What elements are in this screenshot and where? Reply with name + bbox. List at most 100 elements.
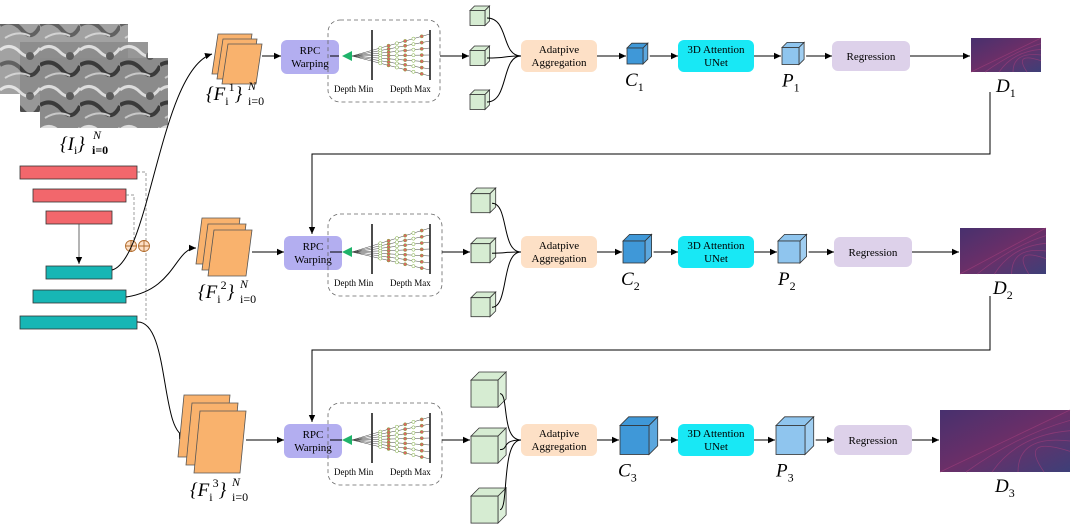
input-images-label: {Ii} N i=0 xyxy=(60,128,108,157)
feature-sup: N xyxy=(231,475,241,489)
cost-volume-label: C2 xyxy=(621,269,640,293)
adaptive-aggregation-box xyxy=(521,424,597,456)
rpc-warping-label: Warping xyxy=(294,254,332,266)
regression-box xyxy=(832,41,910,71)
depth-min-label: Depth Min xyxy=(334,467,374,477)
feature-map-stack xyxy=(195,217,253,277)
unet-label: 3D Attention xyxy=(687,44,745,56)
regression-label: Regression xyxy=(849,247,898,259)
rpc-warping-label: RPC xyxy=(303,241,324,253)
probability-volume-label: P1 xyxy=(781,71,800,95)
fpn-decoder-bar-2 xyxy=(32,289,127,304)
fpn-decoder-bar-3 xyxy=(19,315,138,330)
probability-volume-label: P2 xyxy=(777,269,796,293)
aggregation-label: Aggregation xyxy=(532,57,587,69)
rpc-warping-label: Warping xyxy=(294,442,332,454)
fpn-encoder-bar-2 xyxy=(32,188,127,203)
warped-view-volume xyxy=(470,371,508,409)
aggregation-label: Aggregation xyxy=(532,441,587,453)
feature-sub: i=0 xyxy=(240,292,256,306)
rpc-warping-label: RPC xyxy=(303,429,324,441)
probability-volume-cube xyxy=(781,41,806,66)
feature-label: {Fi3} xyxy=(190,476,227,504)
attention-unet-box xyxy=(678,40,754,72)
camera-icon xyxy=(342,435,352,445)
cost-volume-label: C1 xyxy=(625,70,644,94)
depth-map-label: D1 xyxy=(995,76,1016,100)
unet-label: 3D Attention xyxy=(687,428,745,440)
aggregation-label: Adatpive xyxy=(539,44,579,56)
feature-sub: i=0 xyxy=(248,94,264,108)
feature-label: {Fi1} xyxy=(206,80,243,108)
rpc-warping-box xyxy=(284,236,342,270)
cost-volume-cube xyxy=(626,42,649,65)
regression-label: Regression xyxy=(849,435,898,447)
rpc-warping-label: RPC xyxy=(300,45,321,57)
warped-view-volume xyxy=(469,89,491,111)
adaptive-aggregation-box xyxy=(521,236,597,268)
warped-view-volume xyxy=(470,487,508,524)
fpn-decoder-bar-1 xyxy=(45,265,113,280)
unet-label: UNet xyxy=(704,57,728,69)
depth-max-label: Depth Max xyxy=(390,278,431,288)
unet-label: 3D Attention xyxy=(687,240,745,252)
stage-connector xyxy=(308,92,991,422)
warped-view-volume xyxy=(469,5,491,27)
feature-map-stack xyxy=(211,33,263,85)
probability-volume-cube xyxy=(777,233,808,264)
fpn-backbone xyxy=(19,53,213,440)
feature-map-stack xyxy=(177,394,247,474)
unet-label: UNet xyxy=(704,441,728,453)
probability-volume-label: P3 xyxy=(775,461,794,485)
depth-map-image xyxy=(970,37,1042,73)
depth-max-label: Depth Max xyxy=(390,467,431,477)
cost-volume-cube xyxy=(619,415,659,456)
rpc-warping-box xyxy=(284,424,342,458)
aggregation-label: Aggregation xyxy=(532,253,587,265)
rpc-warping-label: Warping xyxy=(291,58,329,70)
aggregation-label: Adatpive xyxy=(539,428,579,440)
depth-min-label: Depth Min xyxy=(334,84,374,94)
warped-view-volume xyxy=(470,291,497,318)
depth-hypothesis-panel: Depth Min Depth Max xyxy=(327,19,441,103)
adaptive-aggregation-box xyxy=(521,40,597,72)
warped-view-volume xyxy=(470,237,497,264)
warped-view-volume xyxy=(470,187,497,214)
feature-sup: N xyxy=(239,277,249,291)
aggregation-label: Adatpive xyxy=(539,240,579,252)
attention-unet-box xyxy=(678,236,754,268)
depth-map-image xyxy=(939,409,1071,473)
fpn-encoder-bar-1 xyxy=(19,165,138,180)
attention-unet-box xyxy=(678,424,754,456)
depth-hypothesis-panel: Depth Min Depth Max xyxy=(327,402,443,486)
camera-icon xyxy=(342,247,352,257)
add-icon xyxy=(125,240,137,252)
unet-label: UNet xyxy=(704,253,728,265)
warped-view-volume xyxy=(470,427,508,465)
rpc-warping-box xyxy=(281,40,339,74)
feature-label: {Fi2} xyxy=(198,278,235,306)
depth-map-label: D3 xyxy=(994,476,1015,500)
camera-icon xyxy=(342,51,352,61)
depth-max-label: Depth Max xyxy=(390,84,431,94)
regression-box xyxy=(834,237,912,267)
probability-volume-cube xyxy=(775,415,815,456)
fpn-encoder-bar-3 xyxy=(45,210,113,225)
depth-hypothesis-panel: Depth Min Depth Max xyxy=(327,213,443,297)
input-images xyxy=(0,24,168,128)
cost-volume-label: C3 xyxy=(618,461,637,485)
feature-sup: N xyxy=(247,79,257,93)
svg-text:{Ii}: {Ii} xyxy=(60,134,85,157)
regression-box xyxy=(834,425,912,455)
depth-min-label: Depth Min xyxy=(334,278,374,288)
svg-text:N: N xyxy=(92,128,102,142)
svg-text:i=0: i=0 xyxy=(92,143,108,157)
depth-map-label: D2 xyxy=(992,278,1013,302)
add-icon xyxy=(138,240,150,252)
feature-sub: i=0 xyxy=(232,490,248,504)
depth-map-image xyxy=(959,227,1047,275)
